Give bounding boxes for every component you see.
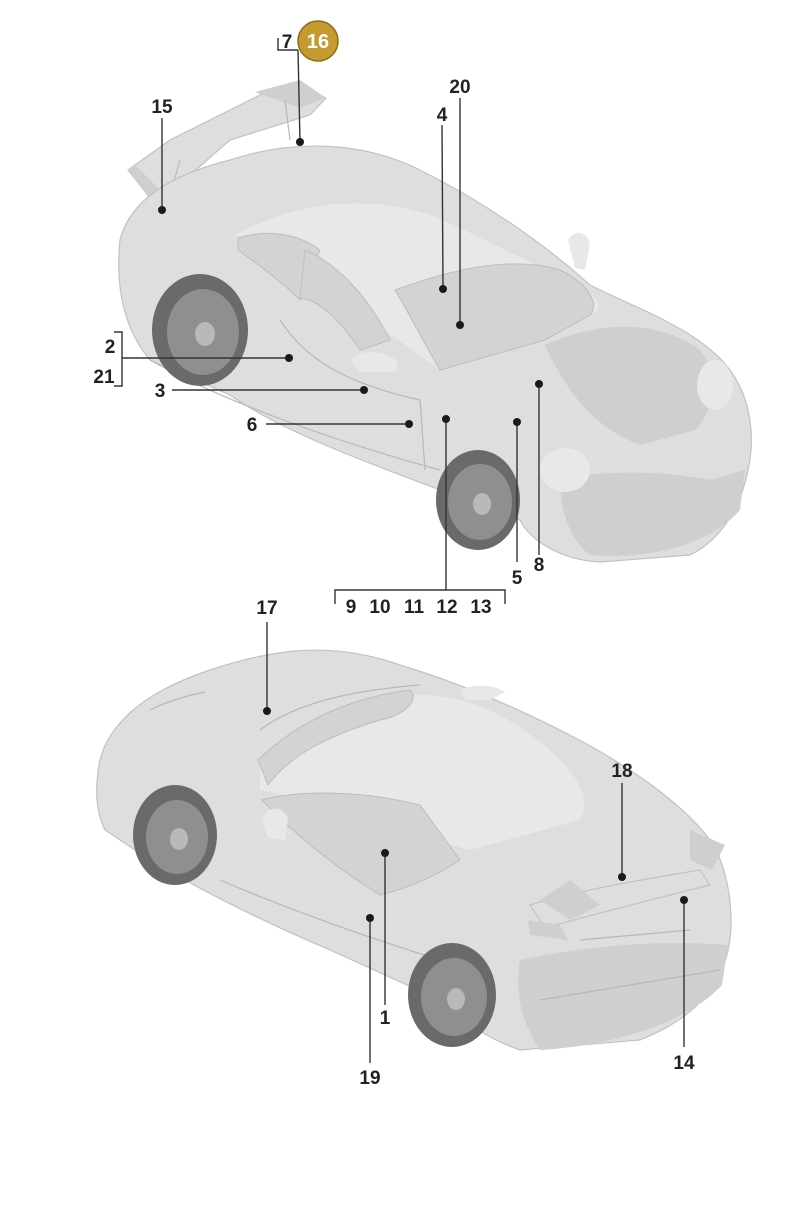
callout-9: 9	[346, 597, 357, 618]
callout-6: 6	[247, 415, 258, 436]
callout-2: 2	[105, 337, 116, 358]
callout-1: 1	[380, 1008, 391, 1029]
callout-12: 12	[436, 597, 457, 618]
callout-13: 13	[470, 597, 491, 618]
callout-19: 19	[359, 1068, 380, 1089]
callout-11: 11	[404, 597, 425, 618]
callout-10: 10	[369, 597, 390, 618]
callout-17: 17	[256, 598, 277, 619]
callout-8: 8	[534, 555, 545, 576]
callout-18: 18	[611, 761, 632, 782]
car-rear-view	[96, 649, 732, 1051]
car-front-view	[118, 80, 752, 563]
callout-4: 4	[437, 105, 448, 126]
callout-7: 7	[282, 32, 293, 53]
callout-3: 3	[155, 381, 166, 402]
callout-14: 14	[673, 1053, 695, 1074]
highlight-badge	[297, 20, 339, 62]
callout-5: 5	[512, 568, 523, 589]
callout-15: 15	[151, 97, 173, 118]
leader-lines	[114, 38, 688, 1063]
callout-labels: 7 16 15 20 4 2 21 3 6 5 8 9 10 11 12 13 …	[93, 20, 695, 1089]
callout-16: 16	[307, 31, 329, 53]
callout-21: 21	[93, 367, 115, 388]
callout-20: 20	[449, 77, 470, 98]
